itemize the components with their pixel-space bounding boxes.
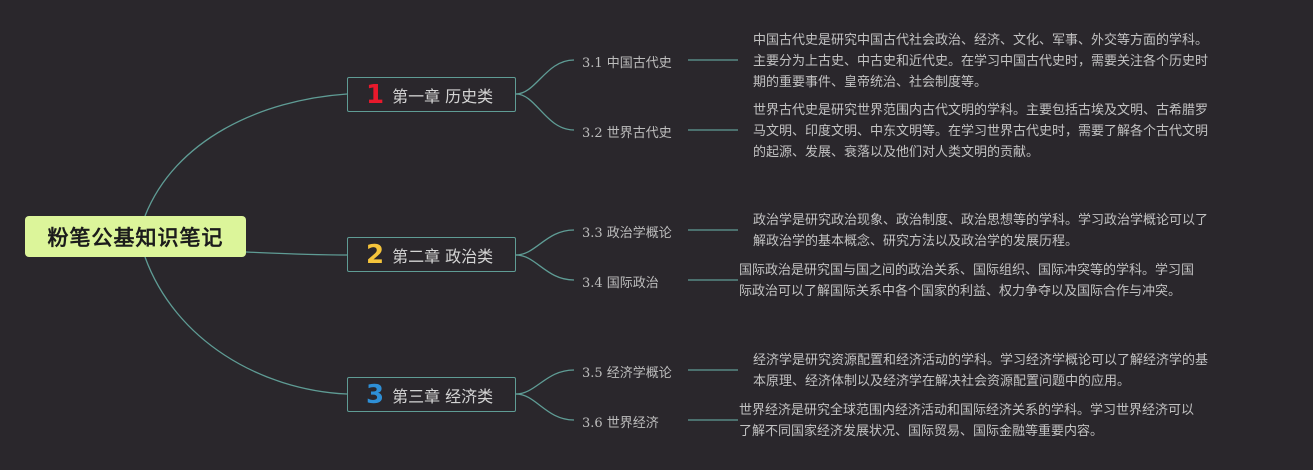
desc-line: 解政治学的基本概念、研究方法以及政治学的发展历程。 (753, 234, 1079, 249)
desc-line: 了解不同国家经济发展状况、国际贸易、国际金融等重要内容。 (739, 424, 1104, 439)
topic-desc-3-4: 国际政治是研究国与国之间的政治关系、国际组织、国际冲突等的学科。学习国 际政治可… (739, 260, 1194, 302)
chapter-number-3: 3 (366, 379, 385, 410)
desc-line: 本原理、经济体制以及经济学在解决社会资源配置问题中的应用。 (753, 374, 1131, 389)
chapter-label-2: 第二章 政治类 (392, 246, 494, 266)
root-node[interactable]: 粉笔公基知识笔记 (25, 216, 246, 257)
chapter-node-2[interactable]: 2 第二章 政治类 (347, 237, 516, 272)
desc-line: 政治学是研究政治现象、政治制度、政治思想等的学科。学习政治学概论可以了 (753, 213, 1209, 228)
topic-node-3-5[interactable]: 3.5 经济学概论 (582, 366, 672, 381)
topic-desc-3-6: 世界经济是研究全球范围内经济活动和国际经济关系的学科。学习世界经济可以 了解不同… (739, 400, 1194, 442)
desc-line: 世界经济是研究全球范围内经济活动和国际经济关系的学科。学习世界经济可以 (739, 403, 1195, 418)
topic-node-3-6[interactable]: 3.6 世界经济 (582, 416, 659, 431)
connector-root-chapter-1 (144, 93, 348, 217)
connector-chapter-1-topic-2 (515, 93, 575, 131)
desc-line: 中国古代史是研究中国古代社会政治、经济、文化、军事、外交等方面的学科。 (753, 33, 1209, 48)
connector-chapter-3-topic-2 (515, 393, 575, 421)
topic-desc-3-3: 政治学是研究政治现象、政治制度、政治思想等的学科。学习政治学概论可以了 解政治学… (753, 210, 1208, 252)
connector-root-chapter-3 (144, 256, 348, 395)
desc-line: 世界古代史是研究世界范围内古代文明的学科。主要包括古埃及文明、古希腊罗 (753, 103, 1209, 118)
desc-line: 主要分为上古史、中古史和近代史。在学习中国古代史时，需要关注各个历史时 (753, 54, 1209, 69)
topic-node-3-3[interactable]: 3.3 政治学概论 (582, 226, 672, 241)
connector-chapter-3-topic-1 (515, 369, 575, 395)
chapter-label-1: 第一章 历史类 (392, 86, 494, 106)
topic-node-3-4[interactable]: 3.4 国际政治 (582, 276, 659, 291)
connector-chapter-2-topic-2 (515, 254, 575, 281)
topic-desc-3-2: 世界古代史是研究世界范围内古代文明的学科。主要包括古埃及文明、古希腊罗 马文明、… (753, 100, 1208, 163)
topic-node-3-2[interactable]: 3.2 世界古代史 (582, 126, 672, 141)
desc-line: 国际政治是研究国与国之间的政治关系、国际组织、国际冲突等的学科。学习国 (739, 263, 1195, 278)
desc-line: 马文明、印度文明、中东文明等。在学习世界古代史时，需要了解各个古代文明 (753, 124, 1209, 139)
topic-desc-3-5: 经济学是研究资源配置和经济活动的学科。学习经济学概论可以了解经济学的基 本原理、… (753, 350, 1208, 392)
desc-line: 期的重要事件、皇帝统治、社会制度等。 (753, 75, 988, 90)
chapter-node-3[interactable]: 3 第三章 经济类 (347, 377, 516, 412)
desc-line: 经济学是研究资源配置和经济活动的学科。学习经济学概论可以了解经济学的基 (753, 353, 1209, 368)
topic-desc-3-1: 中国古代史是研究中国古代社会政治、经济、文化、军事、外交等方面的学科。 主要分为… (753, 30, 1208, 93)
chapter-number-2: 2 (366, 239, 385, 270)
connector-chapter-1-topic-1 (515, 59, 575, 95)
connector-root-chapter-2 (245, 251, 348, 256)
connector-chapter-2-topic-1 (515, 229, 575, 256)
chapter-label-3: 第三章 经济类 (392, 386, 494, 406)
chapter-number-1: 1 (366, 79, 385, 110)
topic-node-3-1[interactable]: 3.1 中国古代史 (582, 56, 672, 71)
desc-line: 际政治可以了解国际关系中各个国家的利益、权力争夺以及国际合作与冲突。 (739, 284, 1182, 299)
chapter-node-1[interactable]: 1 第一章 历史类 (347, 77, 516, 112)
root-title: 粉笔公基知识笔记 (47, 225, 224, 250)
desc-line: 的起源、发展、衰落以及他们对人类文明的贡献。 (753, 145, 1040, 160)
